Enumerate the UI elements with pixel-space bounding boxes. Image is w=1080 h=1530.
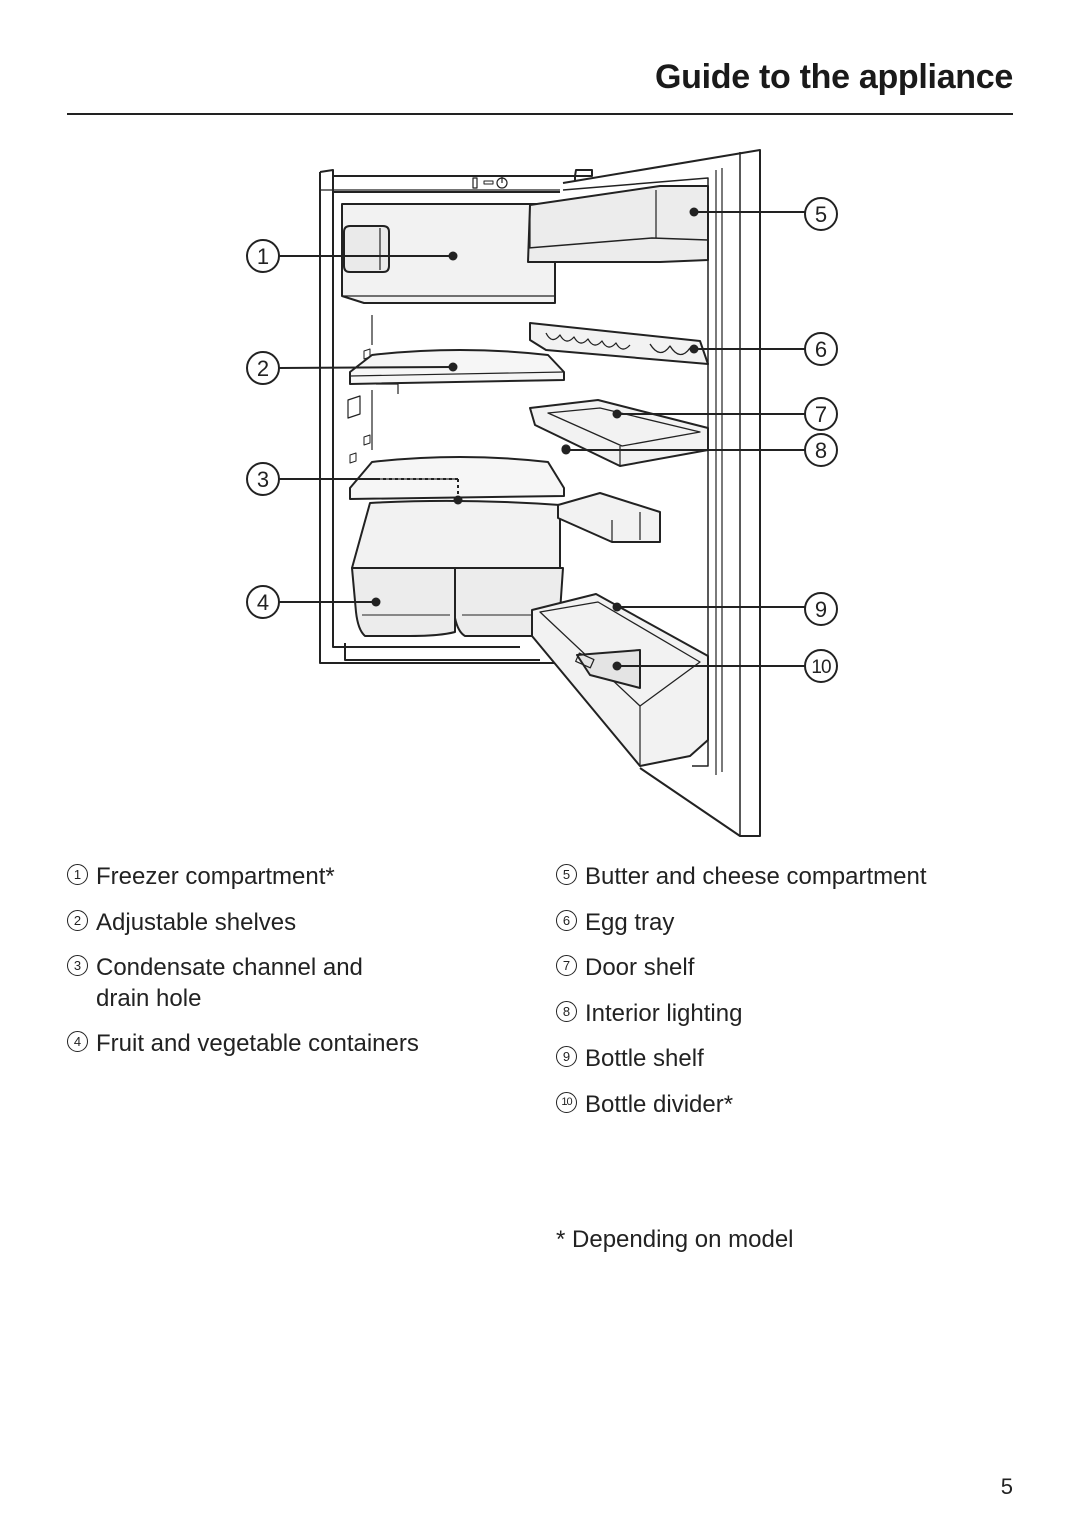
- legend-number: 9: [556, 1046, 577, 1067]
- legend-label: Interior lighting: [585, 1000, 743, 1027]
- title-rule: [67, 113, 1013, 115]
- page-number: 5: [1000, 1474, 1013, 1499]
- footnote: * Depending on model: [556, 1226, 794, 1253]
- svg-text:2: 2: [257, 356, 269, 381]
- legend-label: Fruit and vegetable containers: [96, 1030, 419, 1057]
- callout-10: 10: [804, 649, 838, 683]
- door-inner-panel: [562, 177, 709, 767]
- svg-text:3: 3: [257, 467, 269, 492]
- legend-label: Condensate channel and drain hole: [96, 954, 363, 1012]
- legend-number: 10: [556, 1092, 577, 1113]
- condensate-channel: [351, 499, 561, 569]
- svg-text:4: 4: [257, 590, 269, 615]
- svg-text:7: 7: [815, 402, 827, 427]
- callout-3: 3: [246, 462, 280, 496]
- svg-text:9: 9: [815, 597, 827, 622]
- door-outer: [562, 149, 761, 837]
- legend-number: 3: [67, 955, 88, 976]
- svg-text:1: 1: [257, 244, 269, 269]
- cabinet-outline: [319, 169, 593, 664]
- legend-number: 5: [556, 864, 577, 885]
- legend-label: Egg tray: [585, 909, 675, 936]
- small-door-shelf: [557, 492, 661, 543]
- legend-label: Freezer compartment*: [96, 863, 335, 890]
- butter-compartment: [527, 185, 709, 263]
- legend-right: 5 Butter and cheese compartment 6 Egg tr…: [556, 861, 1016, 1131]
- legend-number: 7: [556, 955, 577, 976]
- legend-label: Bottle shelf: [585, 1045, 704, 1072]
- legend-number: 1: [67, 864, 88, 885]
- legend-left: 1 Freezer compartment* 2 Adjustable shel…: [67, 861, 487, 1081]
- svg-text:10: 10: [811, 657, 831, 678]
- callout-9: 9: [804, 592, 838, 626]
- callout-1: 1: [246, 239, 280, 273]
- legend-label: Door shelf: [585, 954, 695, 981]
- svg-text:5: 5: [815, 202, 827, 227]
- refrigerator-diagram: 1 2 3 4 5 6 7 8 9 10: [246, 149, 838, 837]
- legend-label: Bottle divider*: [585, 1091, 734, 1118]
- legend-number: 6: [556, 910, 577, 931]
- freezer-compartment: [341, 203, 556, 304]
- vegetable-container-left: [351, 567, 456, 637]
- legend-label: Adjustable shelves: [96, 909, 297, 936]
- legend-number: 4: [67, 1031, 88, 1052]
- legend-label: Butter and cheese compartment: [585, 863, 927, 890]
- control-knob: [472, 177, 478, 189]
- callout-8: 8: [804, 433, 838, 467]
- legend-number: 2: [67, 910, 88, 931]
- svg-text:6: 6: [815, 337, 827, 362]
- svg-text:8: 8: [815, 438, 827, 463]
- page-title: Guide to the appliance: [654, 58, 1013, 96]
- cabinet-inner-liner: [332, 192, 540, 661]
- callout-6: 6: [804, 332, 838, 366]
- callout-5: 5: [804, 197, 838, 231]
- callout-7: 7: [804, 397, 838, 431]
- callout-4: 4: [246, 585, 280, 619]
- legend-number: 8: [556, 1001, 577, 1022]
- callout-2: 2: [246, 351, 280, 385]
- egg-tray: [529, 322, 709, 365]
